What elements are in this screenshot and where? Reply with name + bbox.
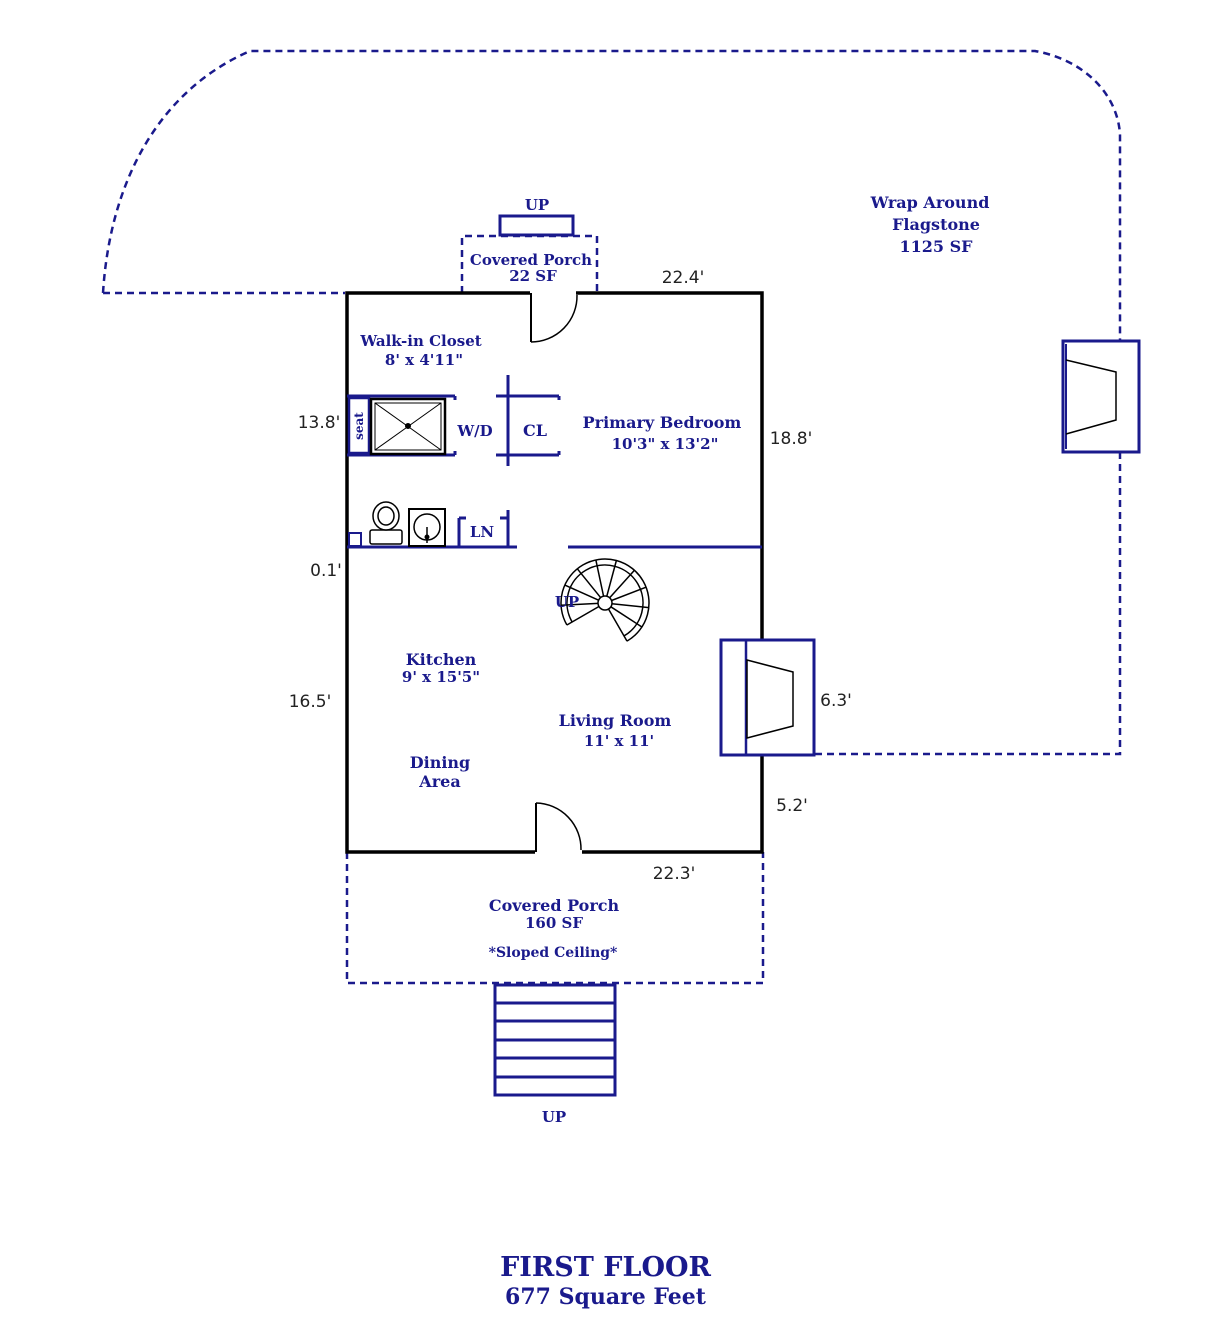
spiral-tread <box>576 568 602 599</box>
dim-right-lower: 5.2' <box>776 796 808 816</box>
bath-notch <box>348 532 362 547</box>
shower-seat <box>347 396 371 455</box>
spiral-tread <box>609 569 635 599</box>
front-porch-area: 160 SF <box>525 914 583 932</box>
dim-left-lower: 16.5' <box>289 692 332 712</box>
spiral-tread <box>607 608 628 642</box>
back-porch-name: Covered Porch <box>470 251 592 269</box>
spiral-tread <box>611 602 649 609</box>
dining-label-line1: Dining <box>410 753 470 772</box>
linen-label: LN <box>470 523 495 541</box>
spiral-tread <box>564 584 599 601</box>
spiral-tread <box>595 559 605 597</box>
back-step <box>498 214 575 237</box>
flagstone-label-area: 1125 SF <box>899 237 973 256</box>
back-door <box>530 290 578 343</box>
washer-dryer-label: W/D <box>456 422 492 440</box>
spiral-up-label: UP <box>555 593 579 611</box>
dim-right-upper: 18.8' <box>770 429 813 449</box>
spiral-center-post <box>597 595 613 611</box>
fireplace-icon <box>719 638 816 757</box>
living-room-size: 11' x 11' <box>584 732 654 750</box>
seat-label: seat <box>352 412 366 440</box>
front-porch-outline <box>345 852 765 985</box>
shower-icon <box>369 397 447 456</box>
back-porch-area: 22 SF <box>509 267 557 285</box>
spiral-tread <box>566 605 600 626</box>
closet-name: Walk-in Closet <box>359 332 481 350</box>
flagstone-outline <box>101 49 1122 756</box>
spiral-outer-rail <box>560 558 650 642</box>
front-steps-up-label: UP <box>542 1108 566 1126</box>
living-room-name: Living Room <box>559 711 672 730</box>
spiral-tread <box>606 560 618 597</box>
flagstone-label-line1: Wrap Around <box>870 193 990 212</box>
spiral-staircase-icon <box>560 558 650 642</box>
kitchen-name: Kitchen <box>406 650 477 669</box>
front-steps <box>493 983 617 1097</box>
spiral-tread <box>561 602 599 607</box>
sink-icon <box>408 508 446 547</box>
dim-top: 22.4' <box>662 268 705 288</box>
spiral-tread <box>610 606 643 628</box>
back-step-up-label: UP <box>525 196 549 214</box>
dim-right-fireplace: 6.3' <box>820 691 852 711</box>
dim-left-upper: 13.8' <box>298 413 341 433</box>
closet-size: 8' x 4'11" <box>385 351 463 369</box>
toilet-icon <box>369 501 403 545</box>
flagstone-label-line2: Flagstone <box>892 215 980 234</box>
front-porch-note: *Sloped Ceiling* <box>489 945 618 961</box>
kitchen-size: 9' x 15'5" <box>402 668 480 686</box>
dim-left-gap: 0.1' <box>310 561 342 581</box>
front-door <box>535 802 582 855</box>
floor-title: FIRST FLOOR <box>500 1252 711 1283</box>
floor-area: 677 Square Feet <box>505 1284 706 1310</box>
closet-cl-label: CL <box>523 421 547 440</box>
spiral-tread <box>611 586 647 602</box>
outdoor-fireplace-icon <box>1061 339 1141 454</box>
bedroom-name: Primary Bedroom <box>583 413 742 432</box>
bedroom-size: 10'3" x 13'2" <box>612 435 719 453</box>
dining-label-line2: Area <box>418 772 460 791</box>
dim-bottom: 22.3' <box>653 864 696 884</box>
front-porch-name: Covered Porch <box>489 896 620 915</box>
